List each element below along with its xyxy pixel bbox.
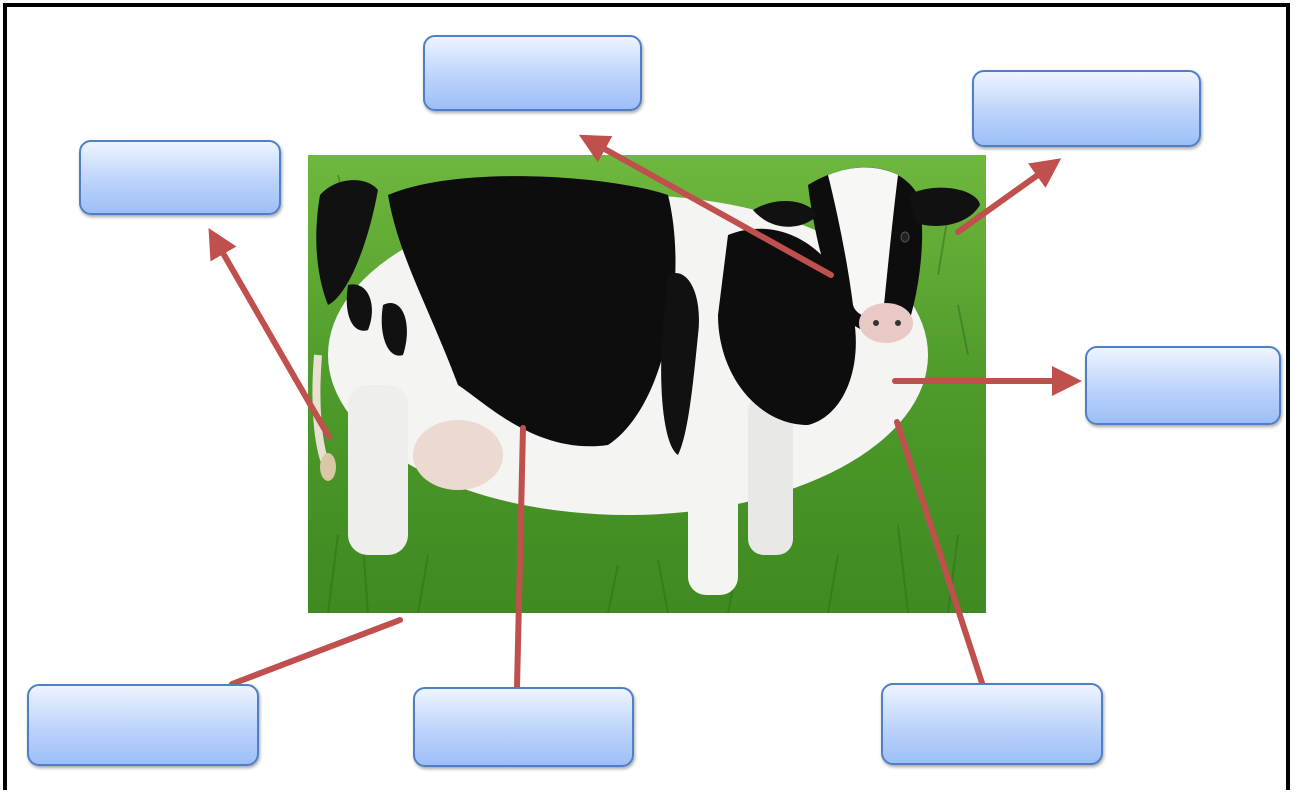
label-box-bottom-left[interactable] (27, 684, 259, 766)
cow-photo (308, 155, 986, 613)
label-box-upper-left[interactable] (79, 140, 281, 215)
label-box-bottom-center[interactable] (413, 687, 634, 767)
label-box-right[interactable] (1085, 346, 1281, 425)
label-box-bottom-right[interactable] (881, 683, 1103, 765)
label-box-top-center[interactable] (423, 35, 642, 111)
label-box-top-right[interactable] (972, 70, 1201, 147)
diagram-frame (3, 3, 1290, 790)
